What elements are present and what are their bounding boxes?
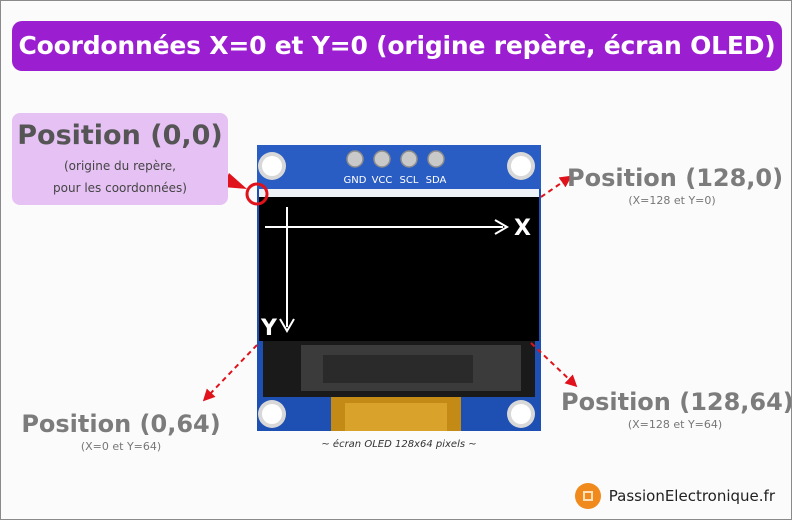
origin-sub-line1: (origine du repère, — [63, 159, 176, 173]
x-axis-arrow — [265, 219, 509, 235]
position-bottom-left-sub: (X=0 et Y=64) — [80, 440, 162, 453]
pin-gnd — [346, 150, 364, 168]
image-caption: ~ écran OLED 128x64 pixels ~ — [321, 439, 477, 450]
arrow-bottom-left — [202, 344, 258, 402]
origin-callout: Position (0,0) (origine du repère, pour … — [12, 113, 228, 205]
position-bottom-right: Position (128,64) (X=128 et Y=64) — [561, 387, 792, 432]
glass-edge — [259, 189, 539, 197]
oled-screen — [259, 197, 539, 341]
pin-vcc — [373, 150, 391, 168]
chip-icon — [574, 483, 601, 509]
pin-label-scl: SCL — [400, 175, 419, 186]
brand-name: PassionElectronique.fr — [608, 487, 775, 505]
arrow-top-right — [540, 175, 572, 198]
origin-marker-circle — [245, 182, 269, 206]
brand[interactable]: PassionElectronique.fr — [574, 483, 775, 509]
pin-scl — [400, 150, 418, 168]
pin-label-sda: SDA — [426, 175, 447, 186]
y-axis-arrow — [279, 207, 295, 333]
pcb-shade — [257, 145, 541, 189]
position-bottom-left-heading: Position (0,64) — [21, 410, 221, 438]
pin-label-gnd: GND — [344, 175, 367, 186]
x-axis-label: X — [514, 216, 531, 241]
origin-sub-line2: pour les coordonnées) — [53, 181, 187, 195]
position-top-right-heading: Position (128,0) — [567, 164, 784, 192]
y-axis-label: Y — [260, 316, 278, 341]
oled-module: GND VCC SCL SDA — [257, 145, 541, 431]
position-top-right-sub: (X=128 et Y=0) — [628, 194, 716, 207]
position-bottom-left: Position (0,64) (X=0 et Y=64) — [21, 409, 221, 454]
arrow-bottom-right — [530, 342, 578, 388]
pin-sda — [427, 150, 445, 168]
position-bottom-right-heading: Position (128,64) — [561, 388, 792, 416]
pin-label-vcc: VCC — [372, 175, 393, 186]
page-title: Coordonnées X=0 et Y=0 (origine repère, … — [12, 21, 782, 71]
origin-heading: Position (0,0) — [17, 120, 223, 151]
position-bottom-right-sub: (X=128 et Y=64) — [627, 418, 723, 431]
position-top-right: Position (128,0) (X=128 et Y=0) — [567, 163, 784, 208]
